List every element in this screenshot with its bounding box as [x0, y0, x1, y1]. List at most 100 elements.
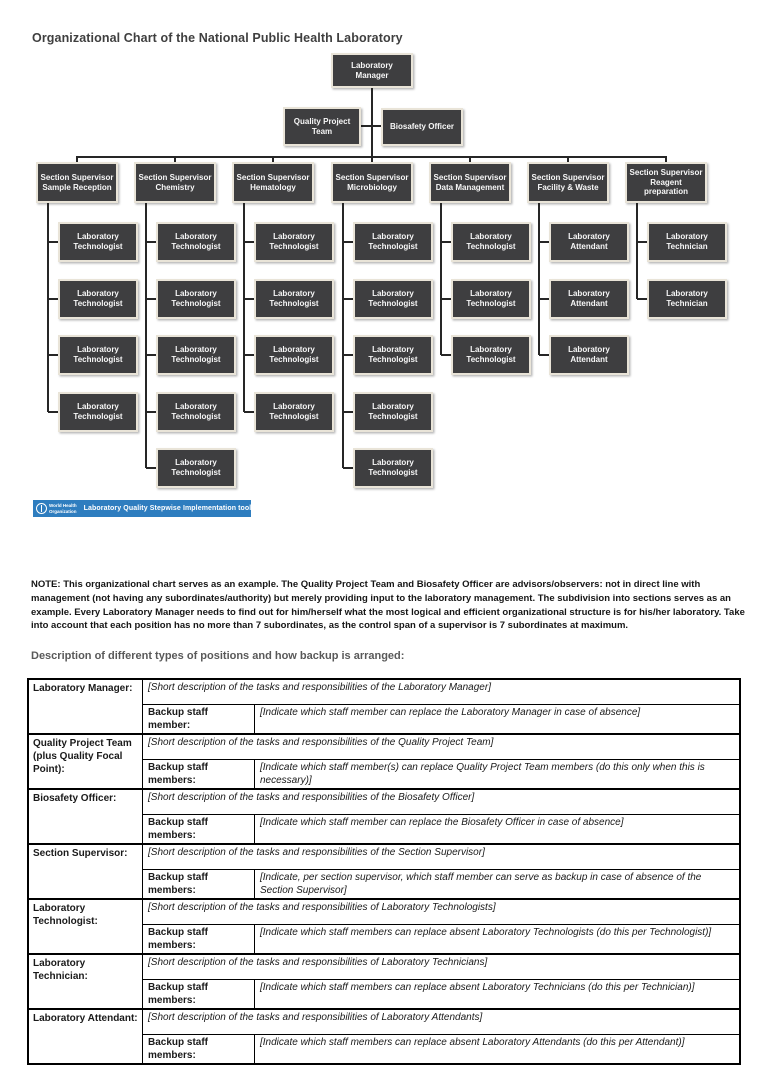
- org-box-child-laboratory-technologist-1-2: Laboratory Technologist: [156, 335, 236, 375]
- connector-child-stub-3-4: [343, 467, 353, 469]
- org-box-child-laboratory-technologist-4-0-label: Laboratory Technologist: [466, 232, 516, 251]
- org-box-biosafety-officer: Biosafety Officer: [381, 108, 463, 146]
- org-box-child-laboratory-technologist-2-1: Laboratory Technologist: [254, 279, 334, 319]
- connector-child-stub-2-2: [244, 354, 254, 356]
- connector-col-stub-3: [371, 156, 373, 162]
- connector-child-spine-2: [243, 203, 245, 412]
- positions-table: Laboratory Manager:[Short description of…: [27, 678, 741, 1065]
- connector-child-stub-0-0: [48, 241, 58, 243]
- position-description: [Short description of the tasks and resp…: [143, 680, 739, 705]
- connector-child-spine-5: [538, 203, 540, 355]
- org-box-supervisor-chemistry-label: Chemistry: [155, 182, 195, 192]
- who-bar-label: Laboratory Quality Stepwise Implementati…: [83, 505, 252, 512]
- connector-child-stub-4-1: [441, 298, 451, 300]
- org-box-child-laboratory-technologist-2-0: Laboratory Technologist: [254, 222, 334, 262]
- org-box-child-laboratory-technologist-1-1-label: Laboratory Technologist: [171, 289, 221, 308]
- connector-child-stub-0-2: [48, 354, 58, 356]
- backup-text: [Indicate which staff members can replac…: [260, 982, 695, 993]
- position-details: [Short description of the tasks and resp…: [143, 955, 739, 1008]
- connector-child-stub-0-1: [48, 298, 58, 300]
- connector-child-stub-4-0: [441, 241, 451, 243]
- connector-child-stub-6-1: [637, 298, 647, 300]
- connector-child-stub-6-0: [637, 241, 647, 243]
- org-box-child-laboratory-technologist-1-4-label: Laboratory Technologist: [171, 458, 221, 477]
- position-group-biosafety-officer: Biosafety Officer:[Short description of …: [29, 790, 739, 845]
- page-title: Organizational Chart of the National Pub…: [32, 31, 403, 45]
- connector-child-spine-0: [47, 203, 49, 412]
- position-group-laboratory-manager: Laboratory Manager:[Short description of…: [29, 680, 739, 735]
- org-box-laboratory-manager-label: Laboratory Manager: [351, 60, 393, 80]
- org-box-child-laboratory-technologist-3-4-label: Laboratory Technologist: [368, 458, 418, 477]
- positions-heading: Description of different types of positi…: [31, 650, 405, 662]
- position-description: [Short description of the tasks and resp…: [143, 1010, 739, 1035]
- org-box-child-laboratory-technologist-0-1: Laboratory Technologist: [58, 279, 138, 319]
- connector-child-stub-3-0: [343, 241, 353, 243]
- connector-child-stub-2-0: [244, 241, 254, 243]
- connector-child-spine-3: [342, 203, 344, 468]
- backup-row: Backup staff members:[Indicate which sta…: [143, 815, 739, 843]
- position-details: [Short description of the tasks and resp…: [143, 845, 739, 898]
- connector-child-stub-0-3: [48, 411, 58, 413]
- who-logo-text-line1: World Health: [49, 503, 77, 509]
- connector-child-stub-3-3: [343, 411, 353, 413]
- connector-col-stub-4: [469, 156, 471, 162]
- org-box-child-laboratory-technologist-0-3: Laboratory Technologist: [58, 392, 138, 432]
- backup-row: Backup staff members:[Indicate which sta…: [143, 1035, 739, 1063]
- connector-child-stub-2-1: [244, 298, 254, 300]
- connector-child-stub-5-1: [539, 298, 549, 300]
- org-box-child-laboratory-technologist-3-3-label: Laboratory Technologist: [368, 402, 418, 421]
- who-footer-bar: World Health Organization Laboratory Qua…: [33, 500, 251, 517]
- org-box-child-laboratory-technologist-1-3-label: Laboratory Technologist: [171, 402, 221, 421]
- org-box-child-laboratory-technologist-3-3: Laboratory Technologist: [353, 392, 433, 432]
- org-box-child-laboratory-technologist-4-2-label: Laboratory Technologist: [466, 345, 516, 364]
- org-box-child-laboratory-technician-6-1: Laboratory Technician: [647, 279, 727, 319]
- org-box-child-laboratory-technologist-3-4: Laboratory Technologist: [353, 448, 433, 488]
- connector-child-spine-4: [440, 203, 442, 355]
- connector-child-stub-1-1: [146, 298, 156, 300]
- org-box-child-laboratory-technologist-4-1-label: Laboratory Technologist: [466, 289, 516, 308]
- document-page: Organizational Chart of the National Pub…: [27, 31, 745, 1065]
- backup-row: Backup staff member:[Indicate which staf…: [143, 705, 739, 733]
- position-group-laboratory-technician: Laboratory Technician:[Short description…: [29, 955, 739, 1010]
- org-box-child-laboratory-technologist-2-3-label: Laboratory Technologist: [269, 402, 319, 421]
- connector-col-stub-6: [665, 156, 667, 162]
- backup-label: Backup staff members:: [143, 980, 255, 1008]
- org-box-supervisor-reagent-preparation-label: Reagent preparation: [643, 177, 688, 197]
- org-box-supervisor-sample-reception-label: Section Supervisor: [40, 172, 114, 182]
- org-box-supervisor-hematology-label: Hematology: [250, 182, 296, 192]
- org-box-child-laboratory-technologist-1-3: Laboratory Technologist: [156, 392, 236, 432]
- backup-row: Backup staff members:[Indicate which sta…: [143, 925, 739, 953]
- org-box-supervisor-reagent-preparation-label: Section Supervisor: [629, 168, 703, 178]
- connector-advisor-stub: [361, 125, 381, 127]
- org-box-child-laboratory-technologist-2-2: Laboratory Technologist: [254, 335, 334, 375]
- backup-row: Backup staff members:[Indicate, per sect…: [143, 870, 739, 898]
- connector-child-spine-6: [636, 203, 638, 299]
- org-box-child-laboratory-technologist-1-2-label: Laboratory Technologist: [171, 345, 221, 364]
- backup-row: Backup staff members:[Indicate which sta…: [143, 760, 739, 788]
- connector-manager-drop: [371, 88, 373, 156]
- org-box-child-laboratory-technologist-1-0: Laboratory Technologist: [156, 222, 236, 262]
- note-paragraph: NOTE: This organizational chart serves a…: [31, 579, 745, 632]
- org-box-child-laboratory-technician-6-0-label: Laboratory Technician: [666, 232, 708, 251]
- position-group-laboratory-attendant: Laboratory Attendant:[Short description …: [29, 1010, 739, 1063]
- org-box-child-laboratory-technologist-2-1-label: Laboratory Technologist: [269, 289, 319, 308]
- org-box-child-laboratory-attendant-5-2: Laboratory Attendant: [549, 335, 629, 375]
- org-box-child-laboratory-technologist-2-3: Laboratory Technologist: [254, 392, 334, 432]
- position-group-laboratory-technologist: Laboratory Technologist:[Short descripti…: [29, 900, 739, 955]
- org-box-supervisor-sample-reception-label: Sample Reception: [42, 182, 112, 192]
- position-description: [Short description of the tasks and resp…: [143, 900, 739, 925]
- org-box-child-laboratory-technician-6-1-label: Laboratory Technician: [666, 289, 708, 308]
- connector-child-stub-5-2: [539, 354, 549, 356]
- org-box-child-laboratory-technologist-1-0-label: Laboratory Technologist: [171, 232, 221, 251]
- position-details: [Short description of the tasks and resp…: [143, 1010, 739, 1063]
- position-description: [Short description of the tasks and resp…: [143, 735, 739, 760]
- org-box-supervisor-data-management-label: Data Management: [435, 182, 505, 192]
- org-box-child-laboratory-technologist-3-2: Laboratory Technologist: [353, 335, 433, 375]
